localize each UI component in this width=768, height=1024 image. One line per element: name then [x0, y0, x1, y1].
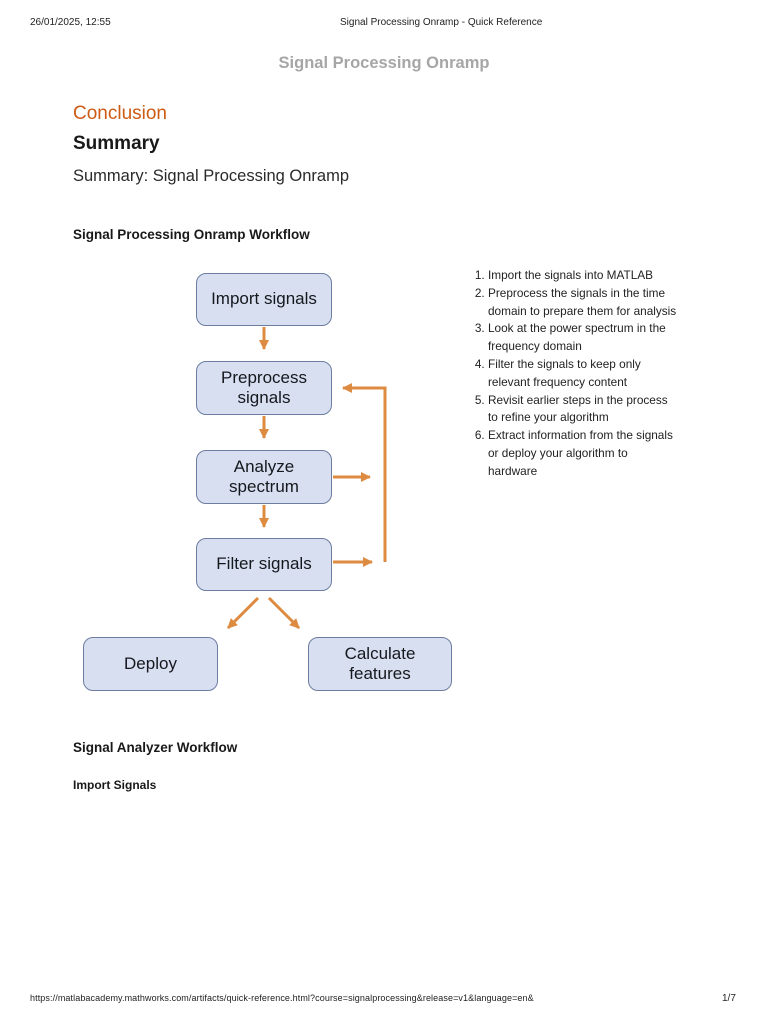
- flow-node-deploy: Deploy: [83, 637, 218, 691]
- step-item-1: Import the signals into MATLAB: [488, 267, 726, 285]
- flowchart-arrows: [226, 327, 387, 630]
- step-item-6: Extract information from the signals or …: [488, 427, 726, 480]
- summary-heading: Summary: [73, 133, 160, 154]
- step-item-2: Preprocess the signals in the time domai…: [488, 285, 726, 321]
- arrow-filter-to-deploy: [226, 596, 260, 630]
- arrow-filter-to-calculate: [267, 596, 301, 630]
- step-item-5: Revisit earlier steps in the process to …: [488, 392, 726, 428]
- flow-node-analyze-spectrum: Analyze spectrum: [196, 450, 332, 504]
- flow-node-filter-signals: Filter signals: [196, 538, 332, 591]
- flow-node-import-signals: Import signals: [196, 273, 332, 326]
- conclusion-heading: Conclusion: [73, 103, 167, 124]
- flow-node-preprocess-signals: Preprocess signals: [196, 361, 332, 415]
- workflow-heading: Signal Processing Onramp Workflow: [73, 227, 310, 242]
- footer-url: https://matlabacademy.mathworks.com/arti…: [30, 993, 534, 1003]
- arrow-feedback-loop-to-preprocess: [342, 383, 387, 562]
- workflow-steps: Import the signals into MATLAB Preproces…: [471, 267, 726, 481]
- page-title: Signal Processing Onramp: [278, 54, 490, 72]
- footer-page-number: 1/7: [722, 993, 736, 1004]
- print-doc-title: Signal Processing Onramp - Quick Referen…: [340, 17, 543, 28]
- print-date: 26/01/2025, 12:55: [30, 17, 111, 28]
- step-item-4: Filter the signals to keep only relevant…: [488, 356, 726, 392]
- import-signals-heading: Import Signals: [73, 778, 157, 792]
- flow-node-calculate-features: Calculate features: [308, 637, 452, 691]
- analyzer-workflow-heading: Signal Analyzer Workflow: [73, 740, 238, 755]
- summary-text: Summary: Signal Processing Onramp: [73, 167, 350, 185]
- step-item-3: Look at the power spectrum in the freque…: [488, 320, 726, 356]
- workflow-steps-list: Import the signals into MATLAB Preproces…: [471, 267, 726, 481]
